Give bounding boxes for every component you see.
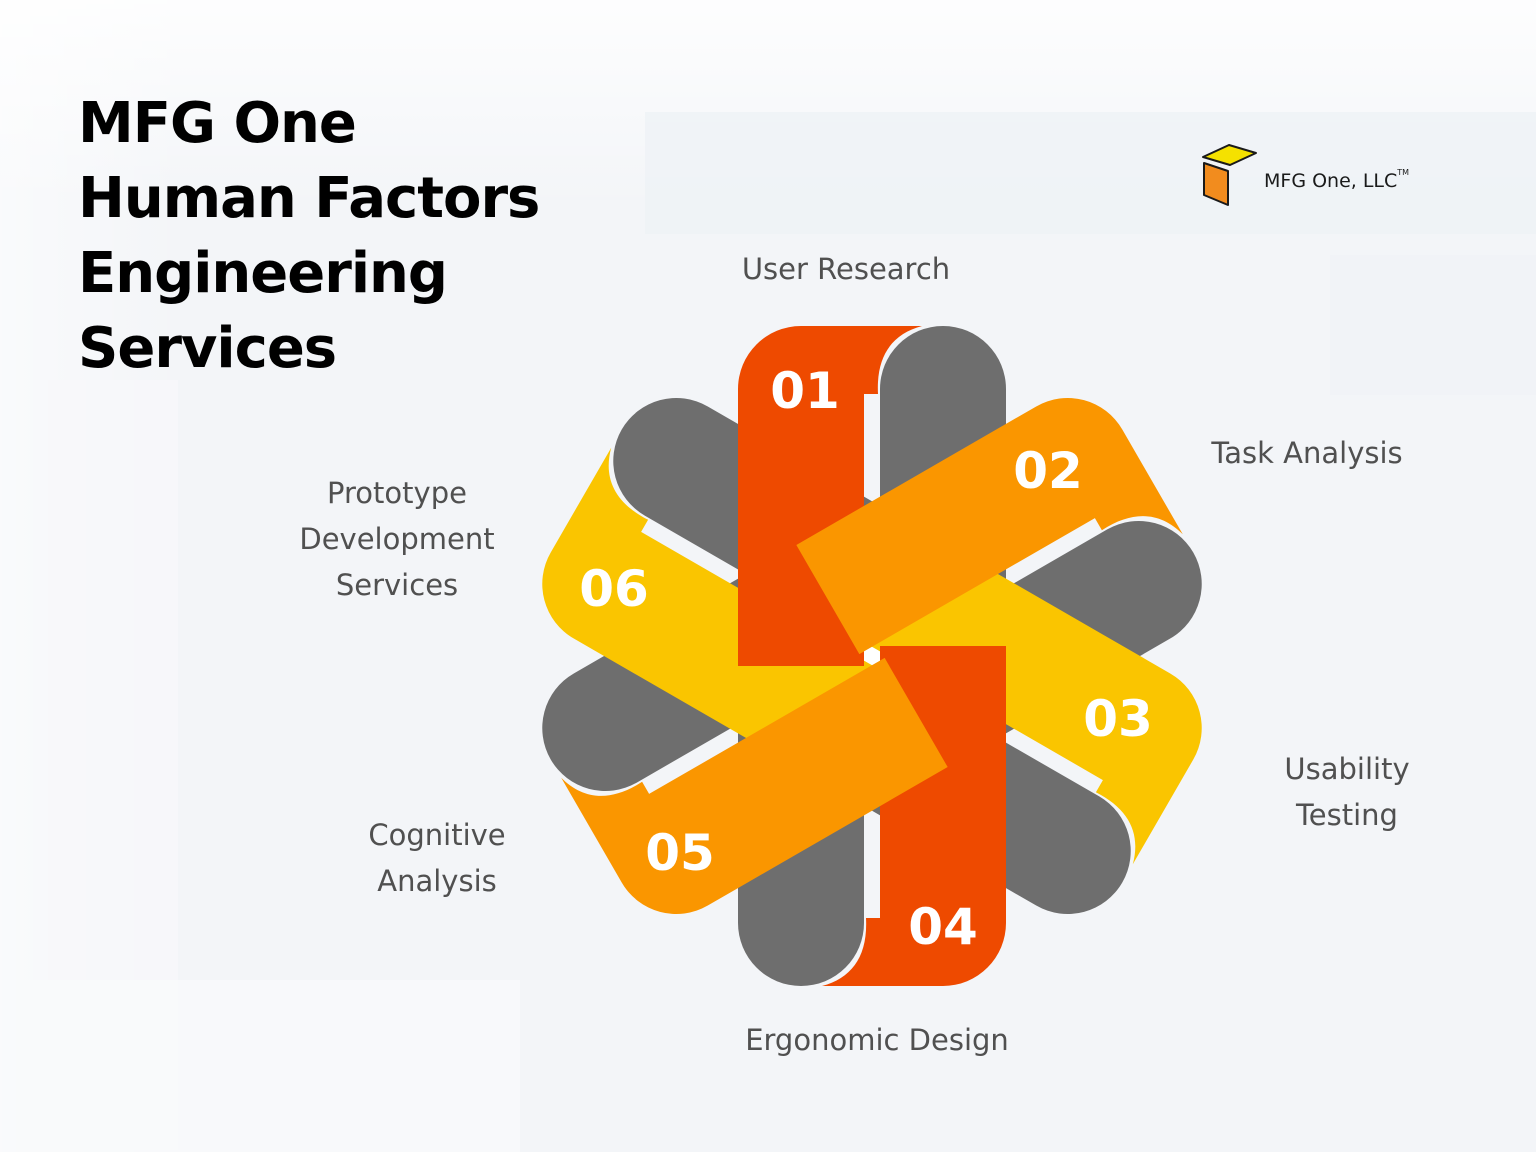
- background-machine-base: [20, 980, 520, 1152]
- ribbon-number-04: 04: [908, 898, 978, 956]
- label-line: Prototype: [327, 476, 467, 510]
- page-title: MFG One Human Factors Engineering Servic…: [78, 86, 540, 386]
- label-prototype-development-services: Prototype Development Services: [299, 470, 494, 608]
- label-line: Analysis: [377, 864, 497, 898]
- label-ergonomic-design: Ergonomic Design: [745, 1017, 1009, 1063]
- label-line: Testing: [1296, 798, 1398, 832]
- center-hexagon: [864, 647, 880, 665]
- company-logo: MFG One, LLCTM: [1200, 143, 1409, 207]
- label-user-research: User Research: [742, 246, 950, 292]
- label-cognitive-analysis: Cognitive Analysis: [368, 812, 505, 904]
- ribbon-number-05: 05: [645, 824, 715, 882]
- title-line-3: Engineering: [78, 241, 448, 306]
- label-line: Cognitive: [368, 818, 506, 852]
- title-line-4: Services: [78, 316, 337, 381]
- label-line: Task Analysis: [1211, 436, 1403, 470]
- label-line: Usability: [1284, 752, 1410, 786]
- title-line-2: Human Factors: [78, 166, 540, 231]
- label-usability-testing: Usability Testing: [1284, 746, 1409, 838]
- label-line: Development: [299, 522, 495, 556]
- ribbon-number-06: 06: [579, 560, 649, 618]
- background-equipment-screen: [1330, 255, 1536, 395]
- label-line: Ergonomic Design: [745, 1023, 1009, 1057]
- label-line: Services: [335, 568, 459, 602]
- label-task-analysis: Task Analysis: [1211, 430, 1402, 476]
- logo-name: MFG One, LLC: [1264, 170, 1398, 192]
- title-line-1: MFG One: [78, 91, 357, 156]
- trademark-symbol: TM: [1397, 168, 1410, 177]
- background-equipment-panel: [645, 112, 1536, 234]
- ribbon-number-01: 01: [770, 362, 840, 420]
- box-logo-icon: [1202, 144, 1257, 206]
- label-line: User Research: [741, 252, 951, 286]
- ribbon-number-02: 02: [1013, 442, 1083, 500]
- ribbon-number-03: 03: [1083, 690, 1153, 748]
- logo-text: MFG One, LLCTM: [1264, 168, 1410, 192]
